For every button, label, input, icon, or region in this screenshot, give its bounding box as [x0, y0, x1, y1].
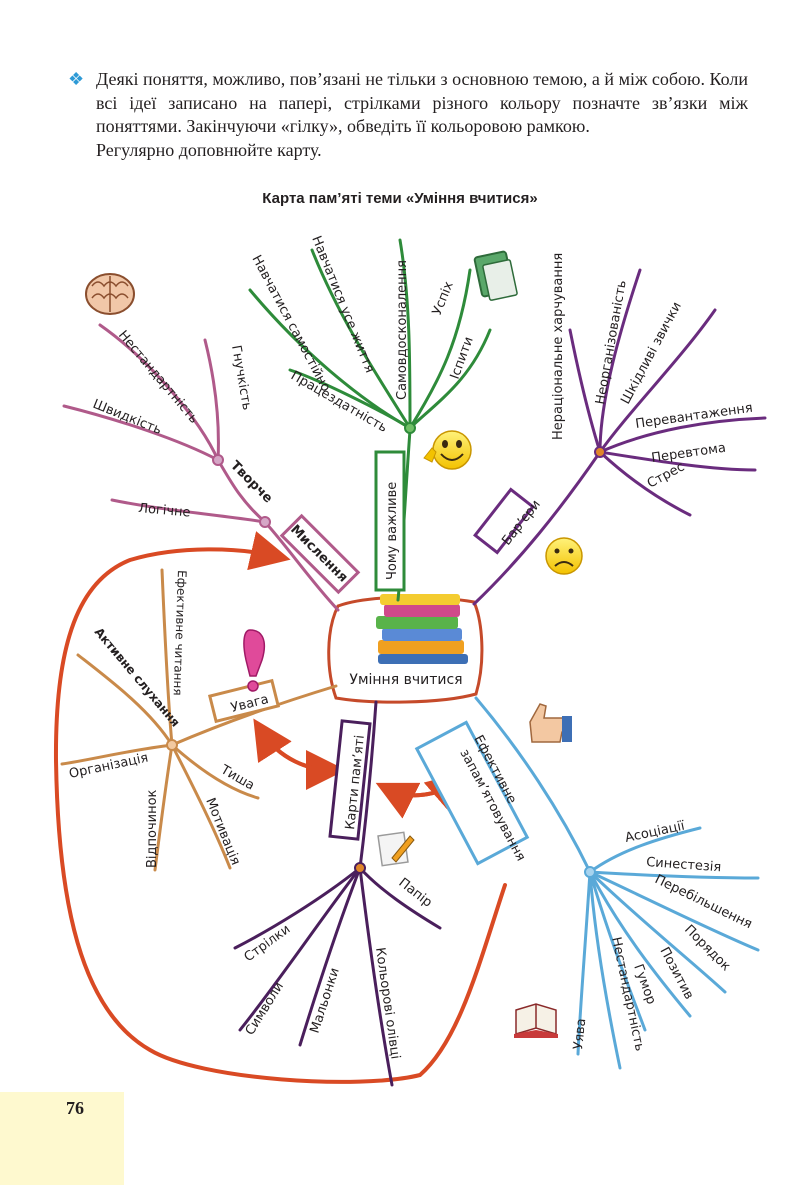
- branch-important-label: Чому важливе: [385, 482, 400, 580]
- attention-item-4: Відпочинок: [145, 789, 160, 868]
- important-item-3: Самовдосконалення: [395, 260, 410, 400]
- mindmaps-item-4: Кольорові олівці: [372, 946, 403, 1060]
- memorizing-item-8: Уява: [571, 1018, 589, 1051]
- intro-paragraph-text: Деякі поняття, можливо, пов’язані не тіл…: [96, 69, 748, 136]
- attention-mindmaps-arrow: [260, 730, 346, 790]
- pencil-paper-icon: [377, 831, 415, 867]
- thinking-item-2: Гнучкість: [228, 344, 254, 411]
- barriers-item-1: Нераціональне харчування: [551, 253, 566, 440]
- branch-important: [248, 238, 492, 602]
- brain-icon: [85, 273, 135, 315]
- branch-barriers: [472, 268, 767, 606]
- thinking-sub-label: Творче: [227, 458, 275, 506]
- intro-text: ❖ Деякі поняття, можливо, пов’язані не ті…: [68, 68, 748, 162]
- exclamation-icon: [243, 629, 266, 692]
- important-item-1: Навчатися самостійно: [248, 253, 333, 395]
- books-stack-icon: [376, 594, 468, 664]
- open-book-icon: [514, 1003, 558, 1038]
- happy-smiley-icon: [423, 430, 472, 470]
- mindmaps-item-1: Стрілки: [242, 922, 294, 965]
- page-number: 76: [66, 1098, 84, 1118]
- book-icon: [473, 250, 518, 301]
- branch-thinking: [62, 323, 361, 612]
- memorizing-item-5: Позитив: [656, 945, 696, 1002]
- branch-mindmaps: [233, 700, 442, 1087]
- barriers-item-4: Перевантаження: [634, 401, 753, 432]
- mindmaps-item-5: Папір: [396, 875, 435, 910]
- attention-item-1: Ефективне читання: [171, 570, 189, 696]
- intro-paragraph-2: Регулярно доповнюйте карту.: [96, 139, 322, 160]
- intro-paragraph: ❖ Деякі поняття, можливо, пов’язані не ті…: [68, 68, 748, 139]
- map-title: Карта пам’яті теми «Уміння вчитися»: [262, 190, 538, 207]
- thumbs-up-icon: [529, 703, 572, 743]
- branch-attention: [60, 568, 338, 872]
- important-item-4: Успіх: [430, 279, 457, 317]
- center-label: Уміння вчитися: [349, 672, 462, 688]
- memorizing-item-2: Синестезія: [646, 855, 722, 875]
- big-loop-arrow: [53, 531, 507, 1084]
- mindmaps-item-2: Символи: [243, 980, 287, 1039]
- barriers-item-5: Перевтома: [650, 441, 726, 466]
- sad-smiley-icon: [545, 537, 583, 575]
- diamond-bullet-icon: ❖: [68, 69, 85, 89]
- center-node: Уміння вчитися: [327, 594, 484, 704]
- important-item-2: Навчатися усе життя: [308, 234, 377, 375]
- memorizing-item-3: Перебільшення: [652, 872, 754, 932]
- page-number-tab: [0, 1092, 124, 1185]
- thinking-item-4: Логічне: [138, 501, 191, 521]
- branch-memorizing: [414, 696, 760, 1070]
- barriers-item-6: Стрес: [645, 459, 687, 491]
- attention-item-6: Мотивація: [202, 796, 243, 868]
- memorizing-item-4: Порядок: [681, 922, 733, 974]
